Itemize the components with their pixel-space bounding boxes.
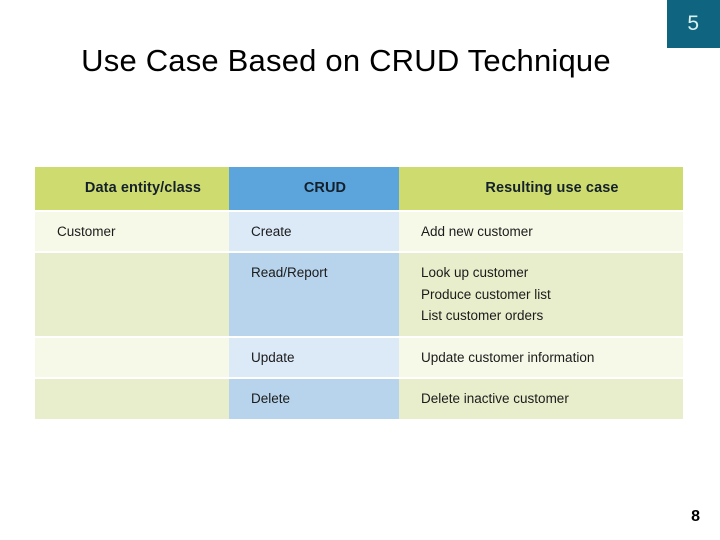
cell-entity: Customer: [35, 211, 229, 251]
cell-crud-label: Read/Report: [251, 265, 328, 280]
cell-crud-label: Delete: [251, 391, 291, 406]
cell-crud: Delete: [229, 379, 399, 419]
list-item: Look up customer: [421, 265, 529, 280]
cell-crud-label: Update: [251, 349, 295, 365]
table-body: Customer Create Add new customer Read/Re…: [35, 209, 683, 419]
row-spacer-cell: [35, 251, 229, 253]
row-spacer-cell: [229, 251, 399, 253]
list-item: Update customer information: [421, 349, 595, 365]
cell-usecase: Add new customer: [399, 211, 683, 252]
page-title: Use Case Based on CRUD Technique: [81, 43, 611, 78]
row-spacer-cell: [35, 377, 229, 379]
cell-entity-label: [35, 338, 229, 378]
column-header-crud-label: CRUD: [303, 180, 347, 196]
page-number: 8: [691, 508, 700, 525]
table-row: Update Update customer information: [35, 337, 683, 378]
cell-usecase: Delete inactive customer: [399, 379, 683, 419]
cell-crud-label: Create: [251, 223, 292, 239]
row-spacer-cell: [399, 251, 683, 253]
list-item: List customer orders: [421, 308, 544, 323]
column-header-usecase: Resulting use case: [399, 167, 683, 210]
row-spacer-cell: [229, 377, 399, 379]
table-row: Customer Create Add new customer: [35, 211, 683, 252]
table-row: Read/Report Look up customer Produce cus…: [35, 253, 683, 336]
cell-entity-label: Customer: [57, 223, 116, 239]
table-header: Data entity/class CRUD Resulting use cas…: [35, 167, 683, 210]
cell-usecase: Update customer information: [399, 337, 683, 378]
list-item: Produce customer list: [421, 286, 551, 302]
cell-entity: [35, 253, 229, 336]
list-item: Delete inactive customer: [421, 391, 569, 406]
row-spacer-cell: [229, 335, 399, 338]
column-header-crud: CRUD: [229, 167, 399, 210]
cell-usecase-list: Delete inactive customer: [399, 379, 683, 419]
row-spacer-cell: [399, 335, 683, 338]
cell-entity: [35, 337, 229, 378]
cell-crud: Read/Report: [229, 253, 399, 336]
list-item: Add new customer: [421, 223, 533, 239]
column-header-entity: Data entity/class: [35, 167, 229, 210]
row-spacer-cell: [35, 209, 229, 212]
cell-usecase: Look up customer Produce customer list L…: [399, 253, 683, 336]
row-spacer-cell: [229, 209, 399, 212]
row-spacer: [35, 209, 683, 212]
table-row: Delete Delete inactive customer: [35, 379, 683, 419]
cell-crud: Update: [229, 337, 399, 377]
row-spacer: [35, 251, 683, 253]
row-spacer-cell: [35, 335, 229, 338]
row-spacer-cell: [399, 377, 683, 379]
crud-use-case-table: Data entity/class CRUD Resulting use cas…: [35, 167, 683, 419]
column-header-usecase-label: Resulting use case: [485, 180, 619, 196]
cell-entity-label: [35, 379, 229, 419]
cell-usecase-list: Look up customer Produce customer list L…: [399, 253, 683, 336]
cell-crud: Create: [229, 211, 399, 251]
cell-usecase-list: Add new customer: [399, 212, 683, 252]
table-header-row: Data entity/class CRUD Resulting use cas…: [35, 167, 683, 210]
slide-number-badge: 5: [667, 0, 720, 48]
row-spacer: [35, 335, 683, 338]
cell-usecase-list: Update customer information: [399, 338, 683, 378]
cell-entity-label: [35, 253, 229, 293]
cell-entity: [35, 379, 229, 419]
column-header-entity-label: Data entity/class: [84, 180, 202, 196]
row-spacer: [35, 377, 683, 379]
row-spacer-cell: [399, 209, 683, 212]
